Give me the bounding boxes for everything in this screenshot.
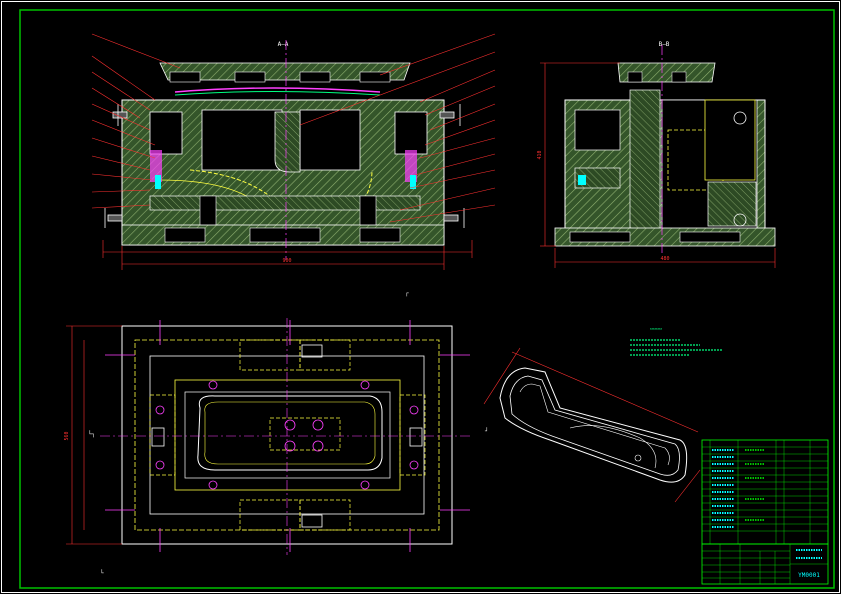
title-block: YM0001 — [701, 543, 829, 585]
side-section-view: B—B 480 410 — [537, 41, 776, 268]
isometric-part-view — [483, 347, 701, 503]
view-label-a: A—A — [278, 41, 289, 48]
plan-height-dim: 560 — [64, 431, 70, 440]
plan-view: ┌ — [64, 290, 489, 577]
front-width-dim: 900 — [282, 258, 291, 264]
drawing-number: YM0001 — [798, 572, 820, 579]
bom-table — [701, 439, 829, 545]
svg-text:└: └ — [100, 569, 104, 577]
side-width-dim: 480 — [660, 256, 669, 262]
svg-text:▭▭▭▭: ▭▭▭▭ — [650, 326, 662, 332]
inner-frame — [19, 9, 835, 589]
svg-text:┘: ┘ — [484, 427, 489, 435]
front-section-view: A—A — [91, 33, 496, 270]
svg-text:┌: ┌ — [405, 290, 409, 297]
technical-notes: ▭▭▭▭ — [630, 326, 722, 356]
view-label-b: B—B — [659, 41, 670, 48]
svg-text:└┐: └┐ — [88, 430, 95, 438]
side-height-dim: 410 — [537, 150, 543, 159]
